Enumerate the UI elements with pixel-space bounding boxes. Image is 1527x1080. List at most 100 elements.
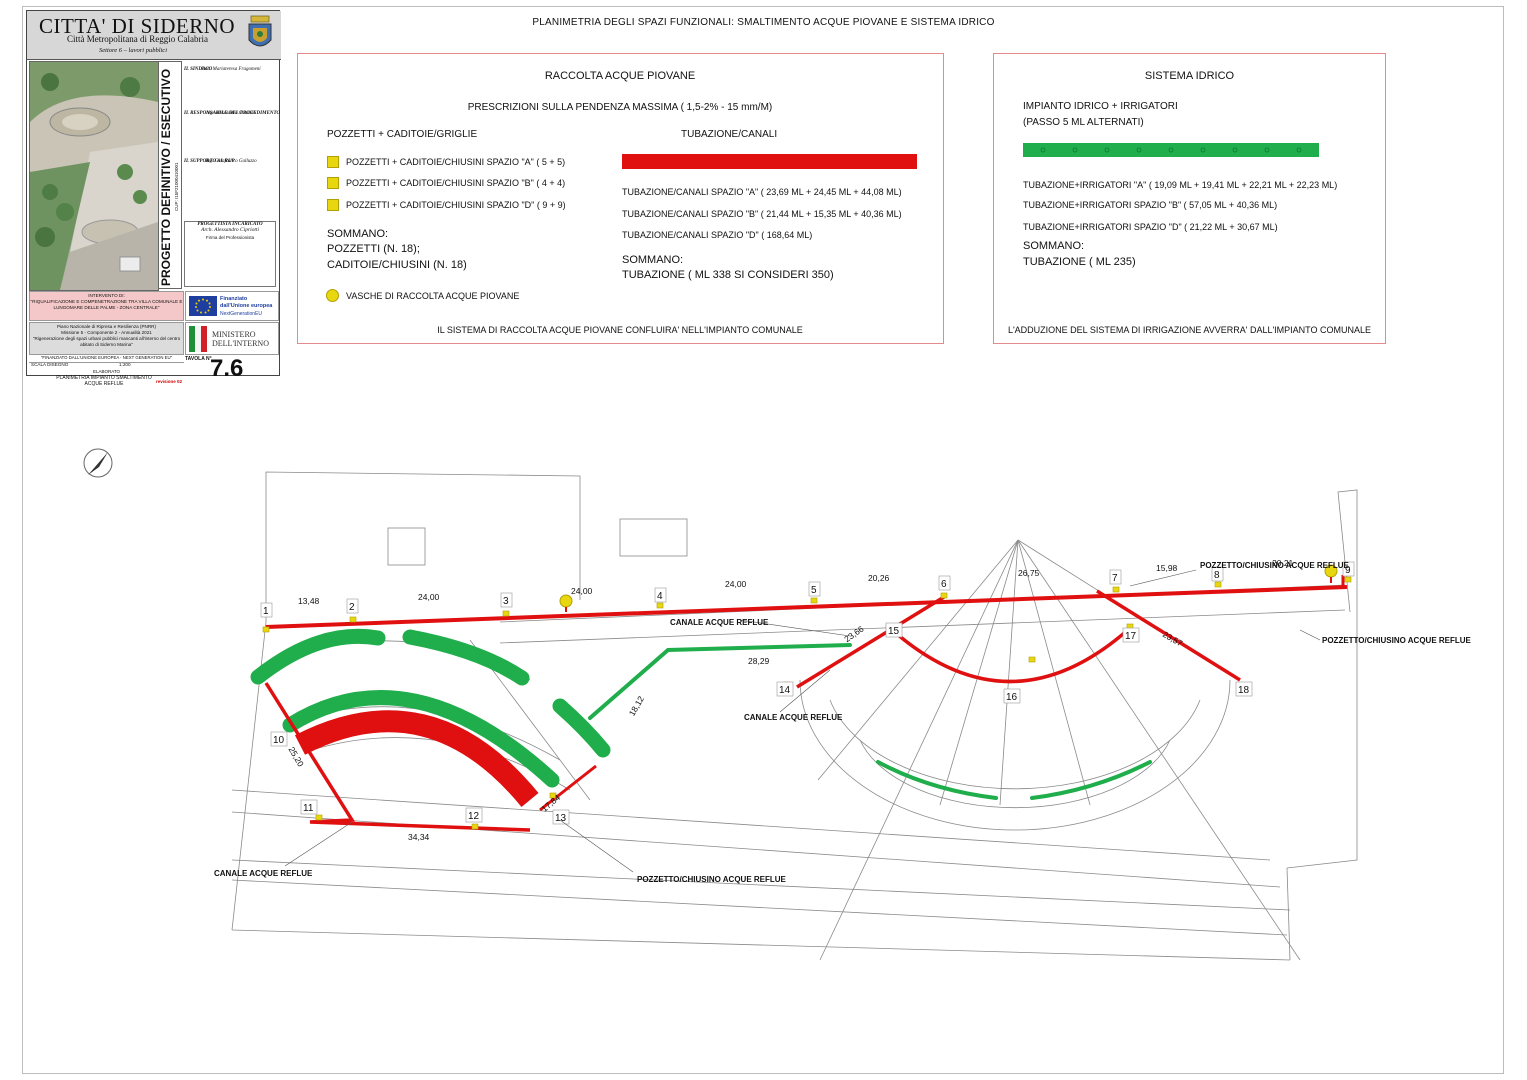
pnrr-box: Piano Nazionale di Ripresa e Resilienza … bbox=[29, 322, 184, 355]
node-number: 11 bbox=[303, 803, 314, 814]
pozzetto-swatch bbox=[327, 156, 339, 168]
node-number: 10 bbox=[273, 735, 285, 746]
role-supporto: IL SUPPORTO AL RUP Ing. Gianfranco Gallu… bbox=[184, 159, 278, 164]
legend-drainage-footer: IL SISTEMA DI RACCOLTA ACQUE PIOVANE CON… bbox=[437, 325, 803, 335]
legend-water-sub: IMPIANTO IDRICO + IRRIGATORI bbox=[1023, 101, 1178, 112]
pozzetto-swatch bbox=[327, 199, 339, 211]
node-17: 17 bbox=[1122, 627, 1140, 643]
legend-prescription: PRESCRIZIONI SULLA PENDENZA MASSIMA ( 1,… bbox=[467, 102, 773, 113]
legend-pozzetti-item: POZZETTI + CADITOIE/CHIUSINI SPAZIO "A" … bbox=[346, 157, 566, 167]
dimension-label: 24,00 bbox=[725, 579, 747, 589]
settore: Settore 6 – lavori pubblici bbox=[99, 47, 167, 54]
scale-label: SCALA DISEGNO bbox=[31, 362, 69, 367]
callout-leaders bbox=[284, 569, 1321, 873]
metro-name: Città Metropolitana di Reggio Calabria bbox=[67, 34, 208, 44]
node-number: 13 bbox=[555, 813, 567, 824]
legend-water-heading: SISTEMA IDRICO bbox=[1144, 70, 1235, 82]
intervento-label: INTERVENTO DI: bbox=[88, 293, 125, 298]
tavola-label: TAVOLA N° bbox=[185, 356, 212, 362]
legend-sum-line: POZZETTI (N. 18); bbox=[327, 243, 420, 255]
callout-label: CANALE ACQUE REFLUE bbox=[214, 869, 313, 878]
progettista-title: PROGETTISTA INCARICATO bbox=[197, 222, 263, 227]
callout-labels: CANALE ACQUE REFLUE POZZETTO/CHIUSINO AC… bbox=[214, 561, 1472, 884]
legend-water-sum-label: SOMMANO: bbox=[1023, 240, 1085, 252]
node-1: 1 bbox=[260, 602, 273, 618]
legend-water-item: TUBAZIONE+IRRIGATORI SPAZIO "B" ( 57,05 … bbox=[1023, 200, 1278, 210]
elaborato-label: ELABORATO bbox=[92, 369, 121, 374]
legend-drainage-heading: RACCOLTA ACQUE PIOVANE bbox=[544, 70, 696, 82]
role-title: IL SINDACO bbox=[184, 67, 213, 72]
revision: revisione 02 bbox=[155, 379, 182, 384]
signature-label: Firma del Professionista bbox=[205, 235, 255, 240]
node-11: 11 bbox=[300, 799, 318, 815]
ministero-name: MINISTERO DELL'INTERNO bbox=[212, 330, 269, 348]
city-name: CITTA' DI SIDERNO bbox=[39, 14, 236, 38]
legend-pozzetti-item: POZZETTI + CADITOIE/CHIUSINI SPAZIO "D" … bbox=[346, 200, 566, 210]
crest-icon bbox=[248, 15, 272, 47]
node-10: 10 bbox=[270, 731, 288, 747]
project-render-photo bbox=[29, 61, 159, 291]
dimension-label: 28,29 bbox=[748, 656, 770, 666]
tavola-number: 7.6 bbox=[210, 355, 244, 382]
legend-drainage-box bbox=[297, 53, 944, 344]
node-number: 16 bbox=[1006, 692, 1018, 703]
legend-water-sum: TUBAZIONE ( ML 235) bbox=[1023, 256, 1136, 268]
legend-sum-label: SOMMANO: bbox=[327, 228, 389, 240]
eu-text-3: NextGenerationEU bbox=[220, 311, 262, 317]
legend-water-box bbox=[993, 53, 1386, 344]
role-rup: IL RESPONSABILE DEL PROCEDIMENTO Ing. Al… bbox=[184, 111, 280, 116]
dimension-label: 24,00 bbox=[418, 592, 440, 602]
pozzetto-swatch bbox=[327, 177, 339, 189]
node-4: 4 bbox=[654, 587, 667, 603]
scale-row: SCALA DISEGNO 1:200 bbox=[29, 362, 184, 369]
ministero-logo-box: MINISTERO DELL'INTERNO bbox=[185, 322, 279, 355]
node-5: 5 bbox=[808, 581, 821, 597]
node-number: 14 bbox=[779, 685, 791, 696]
node-8: 8 bbox=[1211, 566, 1224, 582]
intervento-text: "RIQUALIFICAZIONE E COMPENETRAZIONE TRA … bbox=[30, 299, 183, 310]
pnrr-line: Missione 5 - Componente 2 - Annualità 20… bbox=[61, 330, 152, 335]
node-number: 7 bbox=[1112, 573, 1118, 584]
legend-tubazioni-item: TUBAZIONE/CANALI SPAZIO "D" ( 168,64 ML) bbox=[622, 230, 813, 240]
progettista-name: Arch. Alessandro Cipriotti bbox=[200, 227, 259, 233]
role-title: IL SUPPORTO AL RUP bbox=[184, 159, 235, 164]
legend-tubazioni-item: TUBAZIONE/CANALI SPAZIO "A" ( 23,69 ML +… bbox=[622, 187, 902, 197]
node-number: 9 bbox=[1345, 565, 1351, 576]
title-block-header: CITTA' DI SIDERNO Città Metropolitana di… bbox=[27, 11, 281, 60]
pozzetti-markers bbox=[262, 576, 1352, 830]
legend-pozzetti-heading: POZZETTI + CADITOIE/GRIGLIE bbox=[327, 129, 478, 140]
signature-box: PROGETTISTA INCARICATO Arch. Alessandro … bbox=[184, 221, 276, 287]
callout-label: POZZETTO/CHIUSINO ACQUE REFLUE bbox=[1200, 561, 1350, 570]
callout-label: CANALE ACQUE REFLUE bbox=[670, 618, 769, 627]
pnrr-line: Piano Nazionale di Ripresa e Resilienza … bbox=[56, 324, 157, 329]
node-number: 3 bbox=[503, 596, 509, 607]
callout-label: POZZETTO/CHIUSINO ACQUE REFLUE bbox=[637, 875, 787, 884]
dimension-label: 13,48 bbox=[298, 596, 320, 606]
node-markers: 1 2 3 4 5 6 7 8 9 10 11 12 13 14 15 16 1… bbox=[260, 561, 1355, 825]
callout-label: POZZETTO/CHIUSINO ACQUE REFLUE bbox=[1322, 636, 1472, 645]
sheet-title: PLANIMETRIA DEGLI SPAZI FUNZIONALI: SMAL… bbox=[532, 17, 995, 28]
legend-vasche: VASCHE DI RACCOLTA ACQUE PIOVANE bbox=[346, 291, 520, 301]
financing-note: "FINANZIATO DALL'UNIONE EUROPEA - NEXT G… bbox=[29, 355, 184, 363]
node-13: 13 bbox=[552, 809, 570, 825]
dimension-label: 20,21 bbox=[1272, 558, 1294, 568]
node-3: 3 bbox=[500, 592, 513, 608]
callout-label: CANALE ACQUE REFLUE bbox=[744, 713, 843, 722]
role-name: Dott. Mariateresa Fragomeni bbox=[201, 67, 261, 72]
phase-band bbox=[158, 61, 182, 289]
node-number: 18 bbox=[1238, 685, 1250, 696]
node-number: 8 bbox=[1214, 570, 1220, 581]
drain-pipe-swatch bbox=[622, 154, 917, 169]
north-arrow-icon bbox=[83, 448, 113, 478]
irrigation-lines bbox=[250, 628, 1152, 800]
node-number: 17 bbox=[1125, 631, 1137, 642]
node-12: 12 bbox=[465, 807, 483, 823]
dimension-label: 15,98 bbox=[1156, 563, 1178, 573]
roles-panel: IL SINDACO Dott. Mariateresa Fragomeni I… bbox=[184, 61, 280, 289]
tavola-box: TAVOLA N° 7.6 bbox=[185, 355, 279, 385]
dimension-label: 34,34 bbox=[408, 832, 430, 842]
italy-flag-icon bbox=[189, 326, 207, 352]
dimension-label: 23,66 bbox=[842, 624, 865, 645]
legend-sum-line: TUBAZIONE ( ML 338 SI CONSIDERI 350) bbox=[622, 269, 834, 281]
